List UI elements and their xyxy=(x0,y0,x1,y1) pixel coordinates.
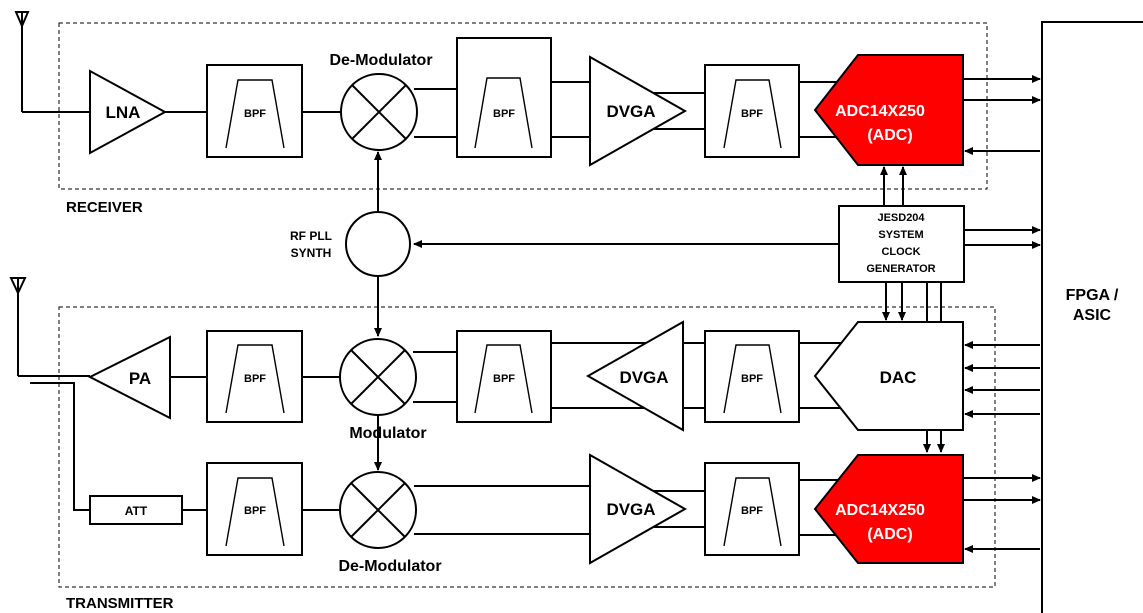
receiver-label: RECEIVER xyxy=(66,199,143,216)
clk-label-3: CLOCK xyxy=(881,246,920,258)
transmitter-label: TRANSMITTER xyxy=(66,595,174,612)
lna-amplifier xyxy=(89,69,168,155)
transmitter-group-box xyxy=(58,306,996,588)
rx-dvga-label: DVGA xyxy=(606,102,655,121)
rf-pll-label-1: RF PLL xyxy=(290,229,332,243)
rx-bpf-1: BPF xyxy=(206,64,303,158)
svg-text:BPF: BPF xyxy=(493,373,515,385)
fb-dvga-label: DVGA xyxy=(606,500,655,519)
tx-bpf-1: BPF xyxy=(206,330,303,423)
clk-label-2: SYSTEM xyxy=(878,229,923,241)
fb-adc-block xyxy=(813,454,964,564)
tx-dvga-label: DVGA xyxy=(619,368,668,387)
att-label: ATT xyxy=(125,504,148,518)
clk-label-1: JESD204 xyxy=(877,212,925,224)
fb-dvga-amplifier xyxy=(589,453,688,565)
tx-dvga-amplifier xyxy=(585,320,684,432)
svg-text:BPF: BPF xyxy=(741,108,763,120)
rf-pll-label-2: SYNTH xyxy=(291,246,332,260)
fb-adc-label-2: (ADC) xyxy=(867,526,912,543)
rx-bpf-2: BPF xyxy=(456,37,552,158)
fpga-asic-block xyxy=(1041,21,1143,613)
svg-text:BPF: BPF xyxy=(244,373,266,385)
svg-text:BPF: BPF xyxy=(493,108,515,120)
lna-label: LNA xyxy=(106,103,141,122)
fb-bpf-1: BPF xyxy=(206,462,303,556)
svg-text:BPF: BPF xyxy=(244,108,266,120)
tx-antenna-icon xyxy=(9,277,27,376)
rx-demodulator-label: De-Modulator xyxy=(329,52,432,69)
rx-adc-label-1: ADC14X250 xyxy=(835,103,925,120)
dac-block xyxy=(813,321,964,431)
rx-dvga-amplifier xyxy=(589,55,688,167)
dac-label: DAC xyxy=(880,368,917,387)
fpga-label-2: ASIC xyxy=(1073,307,1112,324)
fb-demodulator-label: De-Modulator xyxy=(338,558,441,575)
fb-bpf-2: BPF xyxy=(704,462,800,556)
fb-demodulator-mixer xyxy=(339,471,417,549)
rx-demodulator-mixer xyxy=(340,73,418,151)
rx-antenna-icon xyxy=(14,11,30,112)
svg-text:BPF: BPF xyxy=(741,505,763,517)
fpga-label-1: FPGA / xyxy=(1066,287,1119,304)
receiver-group-box xyxy=(58,22,988,190)
rf-pll-synth xyxy=(345,211,411,277)
svg-text:BPF: BPF xyxy=(244,505,266,517)
rx-adc-label-2: (ADC) xyxy=(867,127,912,144)
tx-modulator-label: Modulator xyxy=(349,425,426,442)
fb-adc-label-1: ADC14X250 xyxy=(835,502,925,519)
clk-label-4: GENERATOR xyxy=(866,263,935,275)
rx-adc-block xyxy=(813,54,964,166)
svg-text:BPF: BPF xyxy=(741,373,763,385)
tx-bpf-2: BPF xyxy=(456,330,552,423)
rx-bpf-3: BPF xyxy=(704,64,800,158)
pa-label: PA xyxy=(129,369,151,388)
tx-modulator-mixer xyxy=(339,338,417,416)
tx-bpf-3: BPF xyxy=(704,330,800,423)
